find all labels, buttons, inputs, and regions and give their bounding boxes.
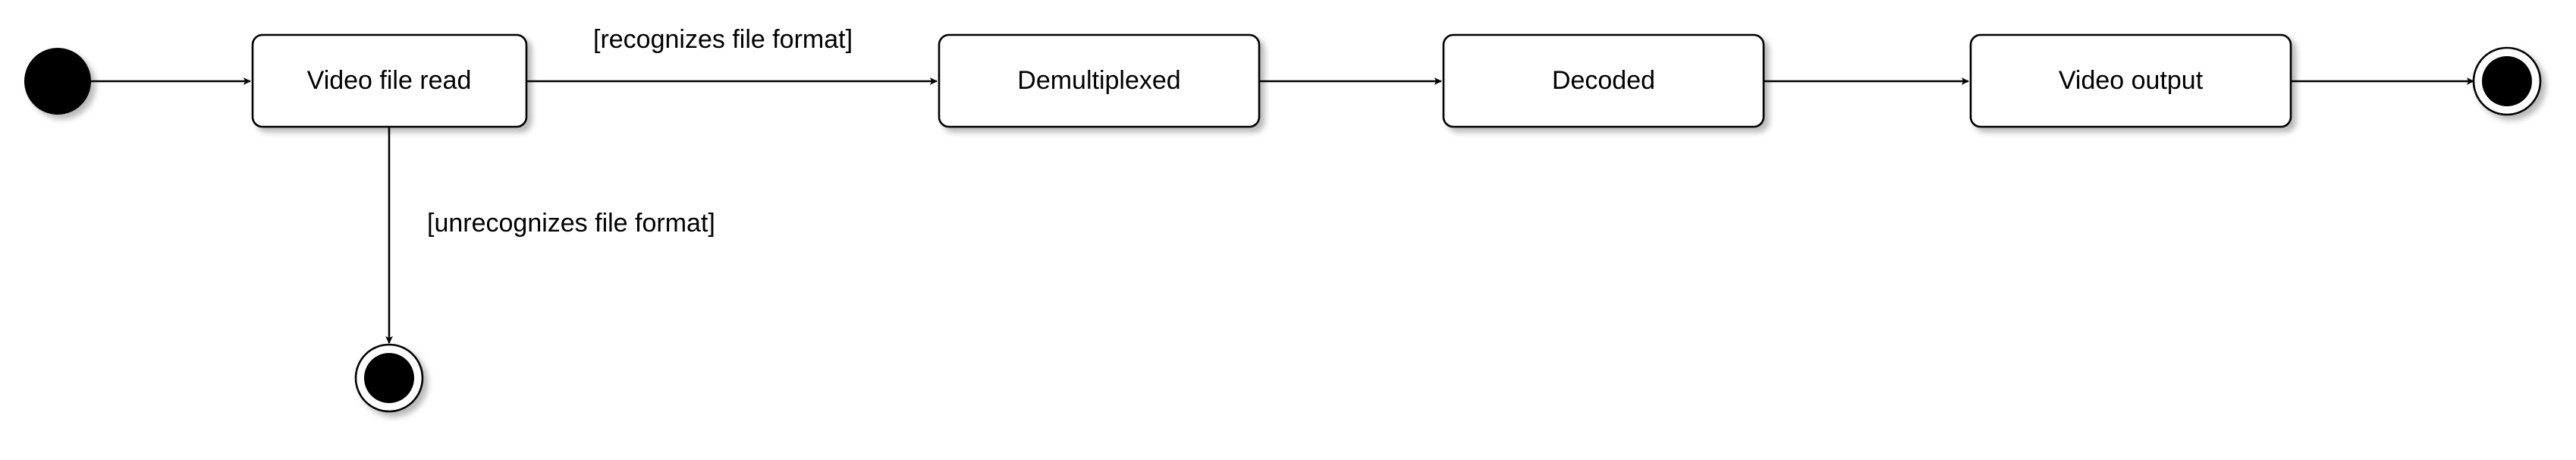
- final-node: [2472, 46, 2542, 116]
- state-decoded-label: Decoded: [1552, 66, 1655, 95]
- final-node-error: [354, 343, 424, 413]
- state-video-output: Video output: [1969, 33, 2292, 128]
- state-video-output-label: Video output: [2059, 66, 2204, 95]
- state-demultiplexed-label: Demultiplexed: [1017, 66, 1180, 95]
- state-demultiplexed: Demultiplexed: [938, 33, 1261, 128]
- guard-unrecognized-label: [unrecognizes file format]: [427, 209, 715, 238]
- state-video-file-read-label: Video file read: [307, 66, 472, 95]
- state-decoded: Decoded: [1442, 33, 1765, 128]
- guard-recognized-label: [recognizes file format]: [593, 25, 853, 54]
- state-video-file-read: Video file read: [251, 33, 528, 128]
- initial-node: [24, 48, 91, 115]
